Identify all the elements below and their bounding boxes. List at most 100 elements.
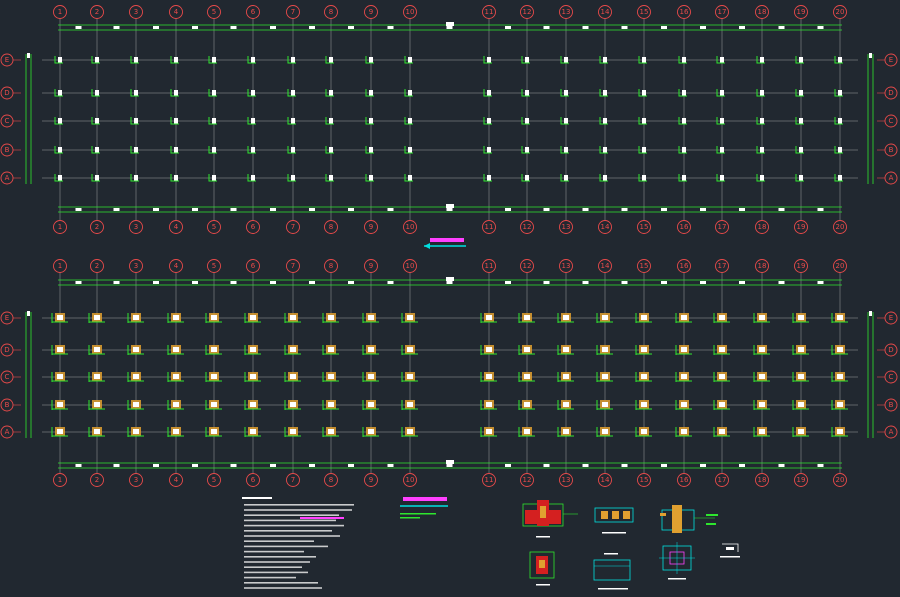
column-section	[760, 118, 764, 124]
beam-mark	[621, 26, 628, 29]
beam-mark	[192, 464, 198, 467]
axis-label-col: 18	[758, 262, 767, 270]
column-base	[362, 372, 379, 382]
axis-bubble-col	[598, 220, 612, 234]
axis-label-col: 16	[680, 8, 689, 16]
beam-mark	[309, 281, 315, 284]
column-base	[638, 174, 647, 182]
column-base	[834, 174, 843, 182]
column-bracket	[247, 89, 256, 97]
column-section	[57, 374, 63, 379]
column-section	[57, 347, 63, 352]
column-bracket	[834, 146, 843, 154]
column-section	[563, 315, 569, 320]
column-section	[486, 402, 492, 407]
column-base	[167, 313, 184, 323]
column-section	[407, 429, 413, 434]
column-base	[557, 427, 574, 437]
column-bracket	[208, 117, 217, 125]
axis-label-col: 1	[58, 8, 62, 16]
column-bracket	[678, 89, 687, 97]
column-section	[603, 147, 607, 153]
column-base	[167, 345, 184, 355]
column-section	[174, 147, 178, 153]
column-section	[251, 147, 255, 153]
column-section	[407, 374, 413, 379]
note-text-line	[244, 582, 318, 584]
column-base	[91, 117, 100, 125]
column-base	[753, 372, 770, 382]
axis-label-col: 5	[212, 223, 216, 231]
column-base	[599, 89, 608, 97]
column-bracket	[483, 89, 492, 97]
axis-label-col: 14	[601, 223, 610, 231]
column-section	[173, 347, 179, 352]
column-base	[756, 89, 765, 97]
axis-bubble-col	[246, 220, 260, 234]
column-section	[173, 429, 179, 434]
axis-label-row: C	[889, 117, 894, 125]
column-section	[798, 429, 804, 434]
beam-mark	[113, 208, 120, 211]
column-base	[247, 56, 256, 64]
beam-mark	[778, 26, 785, 29]
column-base	[208, 56, 217, 64]
axis-label-col: 9	[369, 476, 373, 484]
column-base	[483, 146, 492, 154]
column-base	[130, 89, 139, 97]
axis-label-row: B	[889, 146, 894, 154]
axis-bubble-col	[207, 220, 221, 234]
plan-title-bar	[403, 497, 447, 501]
column-base	[756, 146, 765, 154]
column-section	[799, 118, 803, 124]
column-section	[251, 90, 255, 96]
column-section	[486, 315, 492, 320]
column-bracket	[208, 146, 217, 154]
column-base	[244, 400, 261, 410]
column-bracket	[678, 117, 687, 125]
axis-bubble-col	[169, 259, 183, 273]
axis-bubble-col	[755, 473, 769, 487]
column-base	[51, 400, 68, 410]
beam-mark	[817, 26, 824, 29]
column-section	[720, 57, 724, 63]
column-section	[486, 429, 492, 434]
column-section	[682, 57, 686, 63]
detail-footing-section	[522, 500, 578, 538]
column-base	[638, 146, 647, 154]
column-base	[88, 427, 105, 437]
column-bracket	[287, 146, 296, 154]
axis-bubble-col	[559, 220, 573, 234]
axis-label-col: 16	[680, 262, 689, 270]
axis-bubble-col	[677, 5, 691, 19]
axis-label-row: B	[889, 401, 894, 409]
column-base	[322, 400, 339, 410]
column-section	[487, 118, 491, 124]
column-section	[719, 374, 725, 379]
column-section	[837, 402, 843, 407]
column-bracket	[521, 117, 530, 125]
detail-outline	[593, 559, 631, 581]
axis-bubble-col	[794, 259, 808, 273]
axis-label-col: 11	[485, 476, 494, 484]
column-section	[58, 147, 62, 153]
detail-pile-cap	[593, 553, 631, 590]
column-section	[250, 347, 256, 352]
axis-label-col: 7	[291, 262, 295, 270]
axis-label-col: 7	[291, 476, 295, 484]
column-base	[287, 89, 296, 97]
beam-mark	[817, 281, 824, 284]
detail-stiffener	[660, 513, 666, 516]
beam-mark	[230, 26, 237, 29]
axis-bubble-col	[677, 220, 691, 234]
column-base	[756, 117, 765, 125]
axis-bubble-col	[833, 220, 847, 234]
column-base	[795, 56, 804, 64]
column-base	[557, 313, 574, 323]
axis-label-col: 10	[406, 476, 415, 484]
column-section	[642, 90, 646, 96]
beam-mark	[230, 464, 237, 467]
column-base	[401, 400, 418, 410]
column-bracket	[325, 89, 334, 97]
